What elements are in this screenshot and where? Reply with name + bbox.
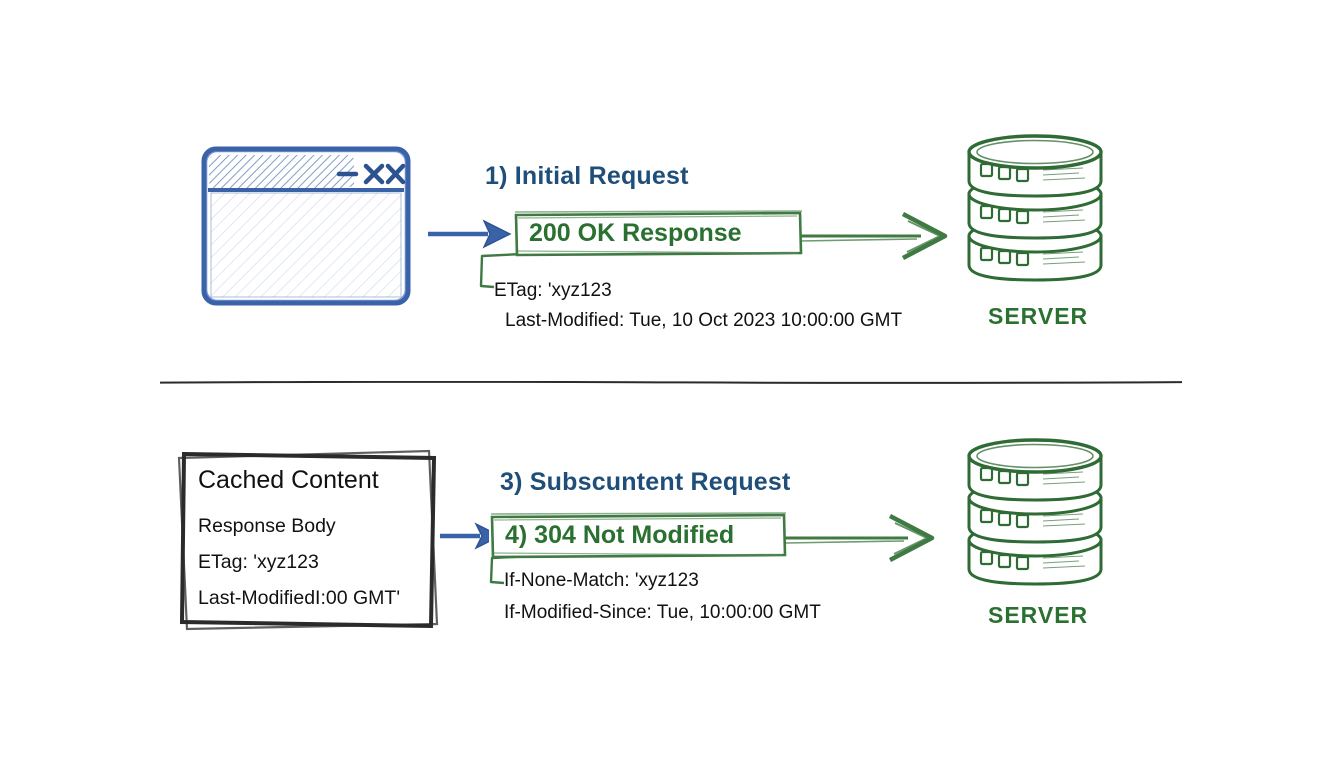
status-box-frame-top bbox=[514, 210, 803, 257]
arrow-client-to-response-top bbox=[426, 216, 516, 257]
cached-line-etag: ETag: 'xyz123 bbox=[198, 551, 319, 573]
server-label-bottom: SERVER bbox=[988, 602, 1089, 628]
step-heading-initial-request: 1) Initial Request bbox=[485, 162, 689, 190]
cached-line-last-modified: Last-ModifiedI:00 GMT' bbox=[198, 587, 401, 609]
response-header-etag-top: ETag: 'xyz123 bbox=[494, 280, 612, 301]
status-box-label-200-ok: 200 OK Response bbox=[529, 219, 742, 247]
cached-line-response-body: Response Body bbox=[198, 515, 336, 537]
browser-window-illustration bbox=[198, 143, 416, 310]
server-label-top: SERVER bbox=[988, 303, 1089, 329]
status-box-frame-bottom bbox=[490, 512, 787, 559]
server-stack-bottom bbox=[955, 432, 1115, 597]
section-divider bbox=[159, 371, 1183, 384]
server-stack-icon-top bbox=[967, 134, 1103, 282]
status-box-200-ok: 200 OK Response bbox=[513, 210, 803, 257]
cached-content-title: Cached Content bbox=[198, 466, 379, 494]
status-box-304-not-modified: 4) 304 Not Modified bbox=[489, 512, 787, 559]
browser-window-svg bbox=[201, 146, 411, 306]
cached-content-panel: Cached Content Response Body ETag: 'xyz1… bbox=[176, 448, 440, 632]
server-stack-icon-bottom bbox=[967, 438, 1103, 586]
step-heading-subsequent-request: 3) Subscuntent Request bbox=[500, 468, 791, 496]
arrow-response-to-server-bottom bbox=[782, 510, 942, 573]
bracket-response-headers-top bbox=[472, 252, 542, 301]
arrow-response-to-server-top bbox=[795, 208, 955, 271]
response-header-last-modified-top: Last-Modified: Tue, 10 Oct 2023 10:00:00… bbox=[505, 310, 903, 331]
status-box-label-304: 4) 304 Not Modified bbox=[505, 521, 735, 549]
request-header-if-none-match: If-None-Match: 'xyz123 bbox=[504, 570, 699, 591]
cached-content-frame bbox=[177, 449, 439, 631]
request-header-if-modified-since: If-Modified-Since: Tue, 10:00:00 GMT bbox=[504, 602, 821, 623]
server-stack-top bbox=[955, 128, 1115, 293]
